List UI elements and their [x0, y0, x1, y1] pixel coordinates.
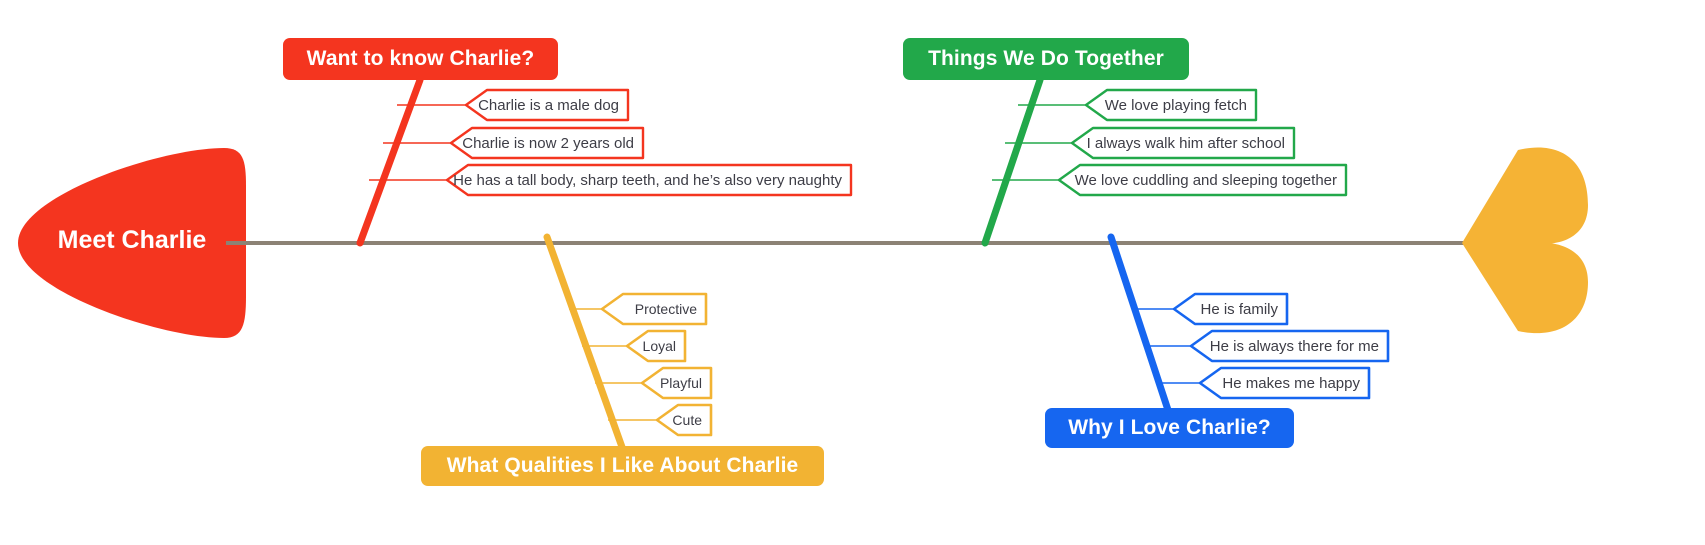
chevron-yellow-2[interactable]	[625, 329, 687, 363]
chevron-red-3[interactable]	[445, 163, 853, 197]
branch-spine-yellow	[543, 233, 626, 451]
branch-title-want-to-know-charlie[interactable]: Want to know Charlie?	[283, 38, 558, 80]
branch-spine-blue	[1107, 233, 1172, 414]
branch-title-why-i-love-charlie[interactable]: Why I Love Charlie?	[1045, 408, 1294, 448]
chevron-red-1[interactable]	[464, 88, 630, 122]
chevron-green-3[interactable]	[1057, 163, 1348, 197]
chevron-blue-3[interactable]	[1198, 366, 1371, 400]
chevron-yellow-1[interactable]	[600, 292, 708, 326]
branch-spine-red	[356, 76, 424, 247]
chevron-blue-2[interactable]	[1189, 329, 1390, 363]
branch-title-what-qualities-i-like-about-charlie[interactable]: What Qualities I Like About Charlie	[421, 446, 824, 486]
fish-head-shape	[18, 148, 246, 338]
branch-title-things-we-do-together[interactable]: Things We Do Together	[903, 38, 1189, 80]
chevron-green-2[interactable]	[1070, 126, 1296, 160]
fish-tail-shape	[1462, 147, 1588, 334]
chevron-blue-1[interactable]	[1172, 292, 1289, 326]
chevron-yellow-3[interactable]	[640, 366, 713, 400]
chevron-red-2[interactable]	[449, 126, 645, 160]
chevron-yellow-4[interactable]	[655, 403, 713, 437]
chevron-green-1[interactable]	[1084, 88, 1258, 122]
branch-spine-green	[981, 76, 1044, 247]
fish-head-label: Meet Charlie	[57, 225, 207, 254]
